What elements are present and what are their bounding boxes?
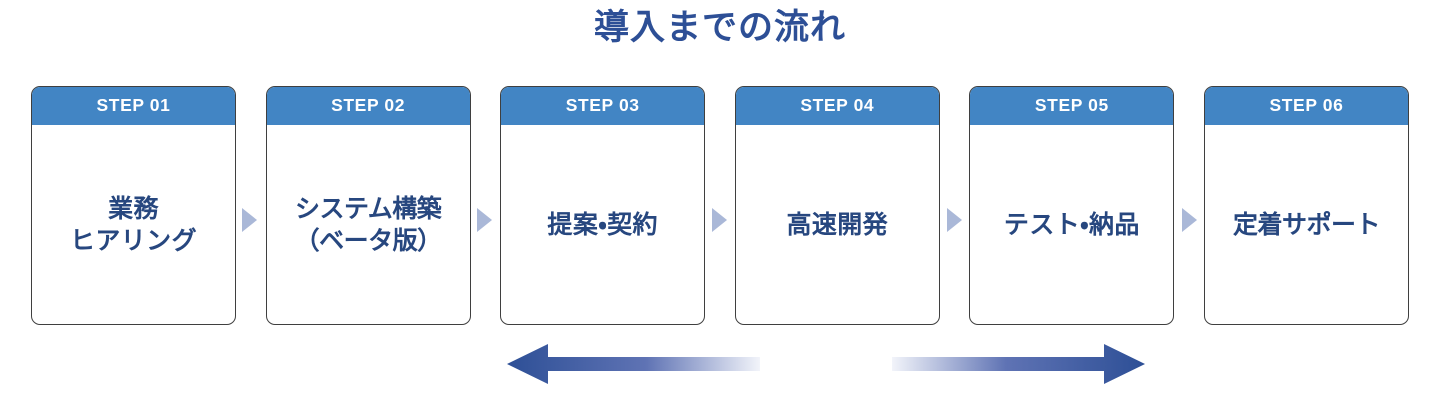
page-title: 導入までの流れ	[593, 8, 846, 47]
step-card-2[interactable]: STEP 02 システム構築 （ベータ版）	[265, 86, 471, 325]
step-card-6[interactable]: STEP 06 定着サポート	[1203, 86, 1409, 325]
step-label-2: システム構築 （ベータ版）	[294, 194, 443, 255]
step-card-4[interactable]: STEP 04 高速開発	[734, 86, 940, 325]
step-label-3: 提案・契約	[547, 210, 658, 239]
steps-row: STEP 01 業務 ヒアリング STEP 02 システム構築 （ベータ版） S…	[31, 86, 1409, 325]
step-card-5[interactable]: STEP 05 テスト・納品	[969, 86, 1175, 325]
step-body-6: 定着サポート	[1205, 125, 1408, 324]
step-body-1: 業務 ヒアリング	[32, 125, 235, 324]
step-label-1: 業務 ヒアリング	[69, 194, 197, 255]
step-number-3: STEP 03	[501, 87, 705, 125]
step-number-5: STEP 05	[970, 87, 1174, 125]
step-number-2: STEP 02	[266, 87, 470, 125]
step-body-4: 高速開発	[736, 125, 939, 324]
step-card-1[interactable]: STEP 01 業務 ヒアリング	[31, 86, 236, 325]
step-body-2: システム構築 （ベータ版）	[267, 125, 470, 324]
step-label-4: 高速開発	[786, 210, 889, 239]
step-card-3[interactable]: STEP 03 提案・契約	[500, 86, 706, 325]
step-number-1: STEP 01	[32, 87, 235, 125]
step-label-6: 定着サポート	[1232, 210, 1381, 239]
step-body-3: 提案・契約	[501, 125, 704, 324]
step-number-4: STEP 04	[735, 87, 939, 125]
double-headed-arrow-icon	[507, 344, 1145, 384]
step-number-6: STEP 06	[1204, 87, 1408, 125]
step-body-5: テスト・納品	[970, 125, 1173, 324]
step-label-5: テスト・納品	[1003, 210, 1140, 239]
duration-band: 1~2か月	[0, 336, 1440, 396]
